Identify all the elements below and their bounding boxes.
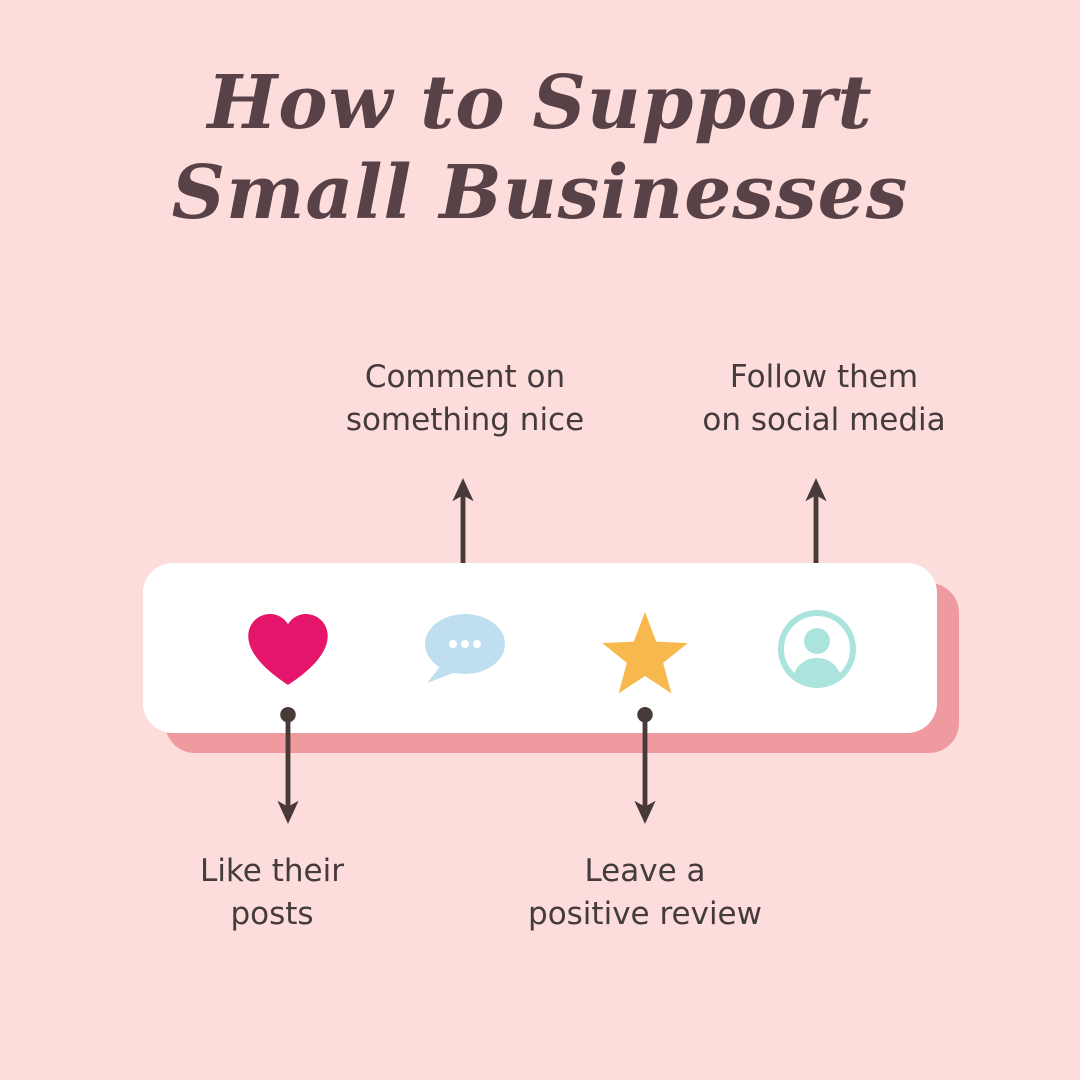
callout-follow-line-1: Follow them: [729, 359, 919, 395]
callout-review-line-2: positive review: [528, 896, 762, 933]
star-icon: [602, 612, 688, 694]
title-line-1: How to Support: [207, 60, 873, 146]
profile-icon: [778, 610, 856, 688]
speech-bubble-icon: [425, 614, 505, 683]
callout-review: Leave a positive review: [470, 850, 820, 937]
arrow-down-review: [634, 706, 656, 824]
callout-follow-line-2: on social media: [702, 402, 946, 439]
callout-comment-line-1: Comment on: [364, 359, 566, 395]
callout-comment-line-2: something nice: [345, 402, 585, 439]
callout-like: Like their posts: [122, 850, 422, 937]
arrow-down-like: [277, 706, 299, 824]
callout-review-line-1: Leave a: [584, 853, 706, 889]
callout-comment: Comment on something nice: [315, 356, 615, 443]
callout-follow: Follow them on social media: [674, 356, 974, 443]
page-title: How to Support Small Businesses: [0, 58, 1080, 239]
callout-like-line-2: posts: [230, 896, 314, 933]
heart-icon: [248, 614, 328, 686]
callout-like-line-1: Like their: [200, 853, 344, 889]
title-line-2: Small Businesses: [171, 150, 909, 237]
